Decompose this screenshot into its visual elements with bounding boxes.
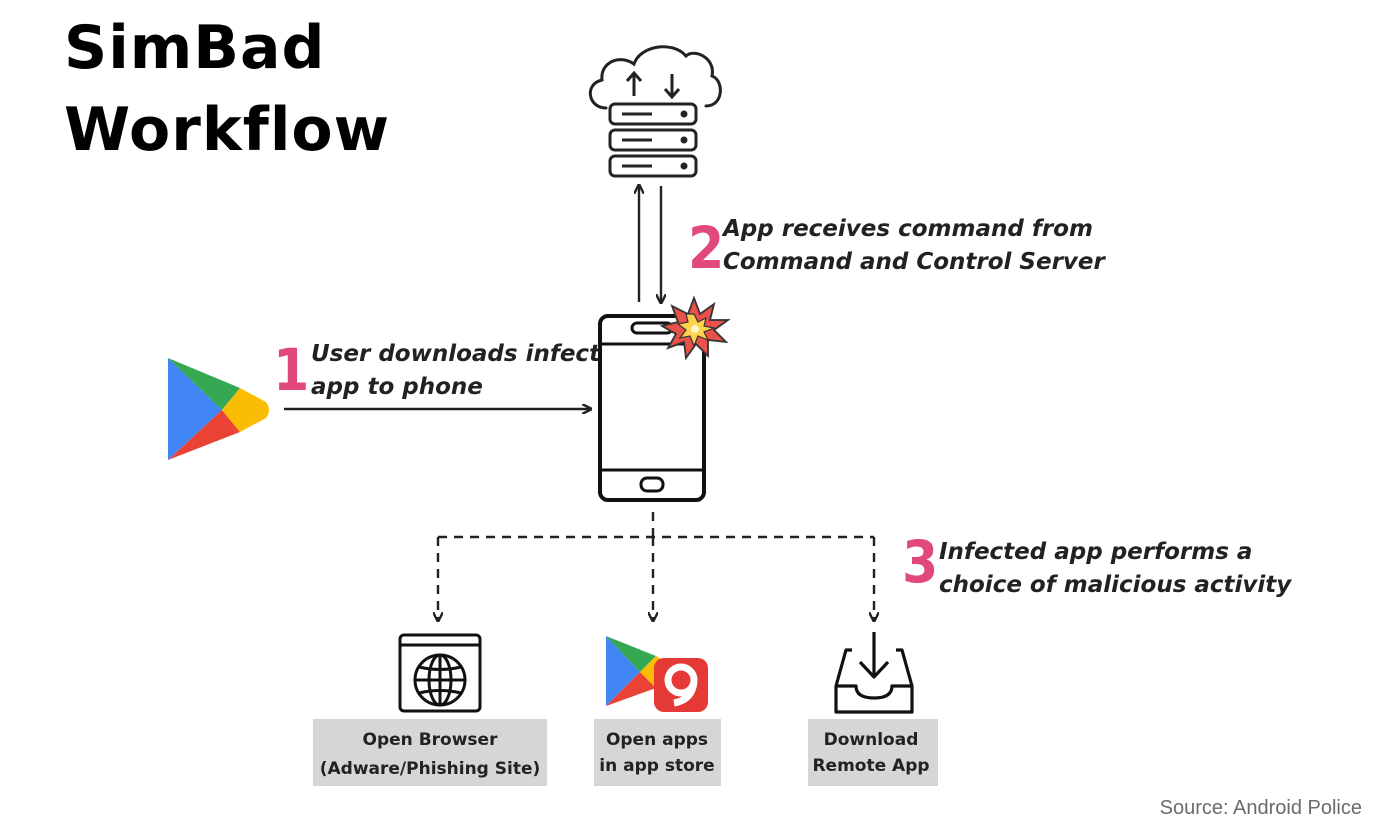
app-store-icon: [606, 636, 708, 712]
step-1-text-line-1: User downloads infected: [311, 341, 633, 367]
step-3-text-line-2: choice of malicious activity: [939, 572, 1292, 598]
step-3-number: 3: [902, 528, 938, 596]
step-2-text-line-2: Command and Control Server: [723, 249, 1107, 275]
explosion-icon: [659, 295, 731, 361]
title-line-2: Workflow: [64, 95, 390, 165]
outcome-browser-line-1: Open Browser: [363, 730, 499, 750]
outcome-box-browser: [313, 719, 547, 786]
step-2-text-line-1: App receives command from: [721, 216, 1093, 242]
outcome-box-download: [808, 719, 938, 786]
outcome-download-line-2: Remote App: [812, 756, 929, 776]
outcome-box-app-store: [594, 719, 721, 786]
step-2-number: 2: [688, 214, 724, 282]
title-line-1: SimBad: [64, 13, 325, 83]
outcome-app-store-line-2: in app store: [599, 756, 714, 776]
google-play-icon: [168, 358, 269, 460]
outcome-download-line-1: Download: [824, 730, 919, 750]
step-3-text-line-1: Infected app performs a: [939, 539, 1252, 565]
dashed-connectors: [438, 512, 874, 620]
step-1-number: 1: [273, 336, 309, 404]
source-caption: Source: Android Police: [1160, 797, 1362, 819]
download-tray-icon: [834, 632, 914, 714]
cloud-server-icon: [589, 45, 722, 178]
outcome-app-store-line-1: Open apps: [606, 730, 708, 750]
step-1-text-line-2: app to phone: [311, 374, 483, 400]
phone-icon: [598, 314, 706, 502]
outcome-browser-line-2: (Adware/Phishing Site): [320, 759, 541, 779]
browser-globe-icon: [398, 633, 482, 713]
